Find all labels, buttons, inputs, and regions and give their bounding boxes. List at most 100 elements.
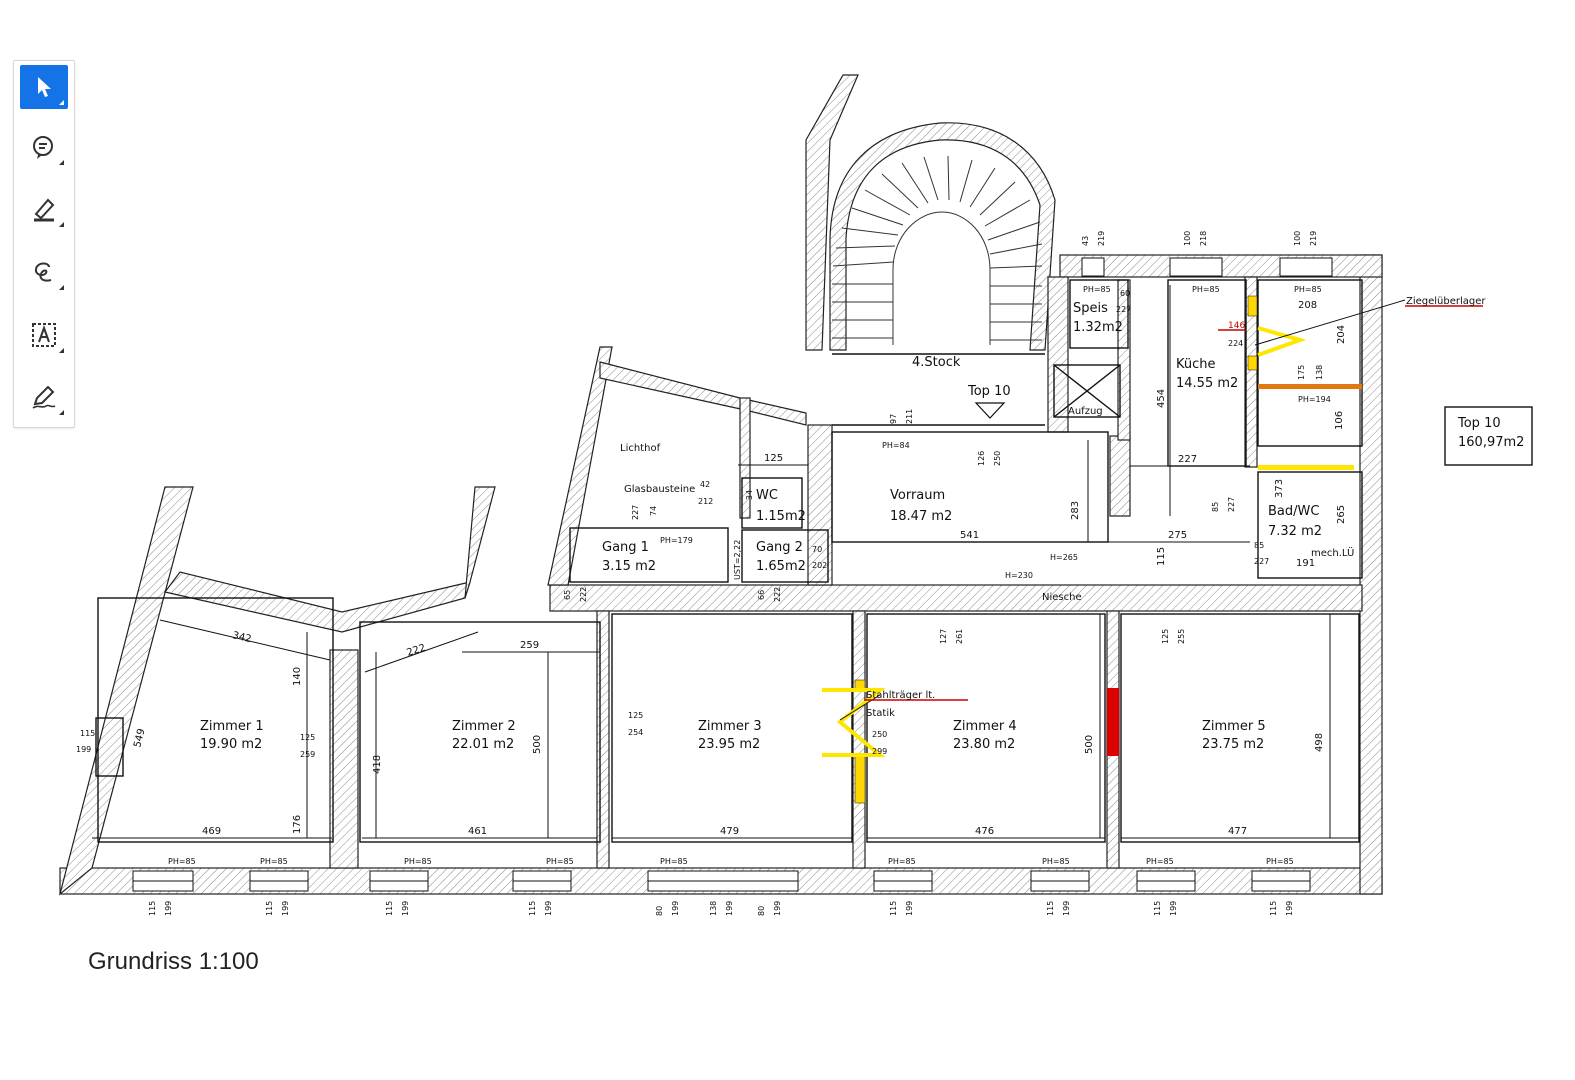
dim-250b: 250 (993, 451, 1002, 466)
window-height-label: 199 (544, 901, 553, 916)
comment-tool-button[interactable] (20, 125, 68, 169)
dim-250: 250 (872, 730, 887, 739)
text-tool-button[interactable] (20, 313, 68, 357)
dim-43: 43 (1081, 236, 1090, 246)
annotation-toolbar (13, 60, 75, 428)
sign-tool-button[interactable] (20, 375, 68, 419)
zimmer4-area: 23.80 m2 (953, 737, 1015, 752)
dim-224: 224 (1228, 339, 1243, 348)
ph-label: PH=85 (546, 857, 574, 866)
dim-275: 275 (1168, 530, 1187, 541)
ph-label: PH=85 (1192, 285, 1220, 294)
dim-261: 261 (955, 629, 964, 644)
height-labels: PH=85 PH=85 PH=85 PH=85 PH=85 PH=85 PH=8… (168, 285, 1331, 866)
gang2-area: 1.65m2 (756, 559, 806, 574)
window-height-label: 199 (905, 901, 914, 916)
dim-204: 204 (1336, 325, 1347, 344)
dim-283: 283 (1070, 501, 1081, 520)
structural-markings (822, 295, 1483, 804)
gang1-area: 3.15 m2 (602, 559, 656, 574)
window-height-label: 199 (1062, 901, 1071, 916)
bad-area: 7.32 m2 (1268, 524, 1322, 539)
dim-222b: 222 (579, 587, 588, 602)
room-labels: Zimmer 1 19.90 m2 Zimmer 2 22.01 m2 Zimm… (200, 301, 1524, 752)
window-height-label: 199 (725, 901, 734, 916)
d34-label: 34 (745, 490, 754, 500)
dim-222c: 222 (773, 587, 782, 602)
gang2-name: Gang 2 (756, 540, 803, 555)
ph-label: PH=85 (1294, 285, 1322, 294)
ph-label: PH=85 (1042, 857, 1070, 866)
lichthof-label: Lichthof (620, 443, 661, 454)
zimmer5-name: Zimmer 5 (1202, 719, 1266, 734)
ph-label: PH=85 (660, 857, 688, 866)
dim-259b: 259 (300, 750, 315, 759)
dim-60: 60 (1120, 289, 1130, 298)
dim-146: 146 (1228, 321, 1245, 331)
dim-219: 219 (1097, 231, 1106, 246)
walls (58, 74, 1383, 896)
dim-373: 373 (1274, 479, 1285, 498)
vorraum-name: Vorraum (890, 488, 945, 503)
h230-label: H=230 (1005, 571, 1033, 580)
dim-254: 254 (628, 728, 643, 737)
dim-500a: 500 (532, 735, 543, 754)
dim-42: 42 (700, 480, 710, 489)
dim-125a: 125 (300, 733, 315, 742)
select-arrow-icon (38, 77, 51, 97)
zimmer1-name: Zimmer 1 (200, 719, 264, 734)
window-height-label: 199 (1169, 901, 1178, 916)
highlight-tool-button[interactable] (20, 187, 68, 231)
plan-caption: Grundriss 1:100 (88, 948, 259, 975)
dim-115: 115 (1156, 547, 1167, 566)
dim-100b: 100 (1293, 231, 1302, 246)
zimmer1-area: 19.90 m2 (200, 737, 262, 752)
freehand-draw-icon (34, 262, 52, 282)
dim-227d: 227 (631, 505, 640, 520)
window-height-label: 199 (671, 901, 680, 916)
draw-tool-button[interactable] (20, 250, 68, 294)
ph194-label: PH=194 (1298, 395, 1331, 404)
dim-476: 476 (975, 826, 994, 837)
dim-469: 469 (202, 826, 221, 837)
dim-100a: 100 (1183, 231, 1192, 246)
wc-area: 1.15m2 (756, 509, 806, 524)
dim-125d: 125 (1161, 629, 1170, 644)
dim-74: 74 (649, 506, 658, 516)
dim-65: 65 (563, 590, 572, 600)
dim-211: 211 (905, 409, 914, 424)
dim-299: 299 (872, 747, 887, 756)
window-width-label: 115 (265, 901, 274, 916)
window-width-label: 138 (709, 901, 718, 916)
niesche-label: Niesche (1042, 592, 1082, 603)
stahl-note-1: Stahlträger lt. (866, 690, 935, 701)
dim-342: 342 (231, 630, 252, 645)
text-box-icon (32, 323, 56, 347)
dim-97: 97 (889, 414, 898, 424)
dim-125c: 125 (764, 453, 783, 464)
highlighter-icon (34, 198, 55, 222)
stahl-note-2: Statik (866, 708, 895, 719)
gang1-name: Gang 1 (602, 540, 649, 555)
ph179-label: PH=179 (660, 536, 693, 545)
speis-name: Speis (1073, 301, 1108, 316)
zimmer4-name: Zimmer 4 (953, 719, 1017, 734)
dim-418: 418 (372, 755, 383, 774)
dim-106: 106 (1334, 411, 1345, 430)
ph-label: PH=85 (404, 857, 432, 866)
dim-255: 255 (1177, 629, 1186, 644)
zimmer2-area: 22.01 m2 (452, 737, 514, 752)
window-height-label: 199 (401, 901, 410, 916)
ph-label: PH=85 (1266, 857, 1294, 866)
dim-498: 498 (1314, 733, 1325, 752)
ph-label: PH=85 (1083, 285, 1111, 294)
summary-area: 160,97m2 (1458, 435, 1524, 450)
dim-265: 265 (1336, 505, 1347, 524)
zimmer5-area: 23.75 m2 (1202, 737, 1264, 752)
h265-label: H=265 (1050, 553, 1078, 562)
window-width-label: 80 (655, 906, 664, 916)
stair-floor-label: 4.Stock (912, 355, 961, 370)
select-tool-button[interactable] (20, 65, 68, 109)
windows (132, 257, 1333, 892)
